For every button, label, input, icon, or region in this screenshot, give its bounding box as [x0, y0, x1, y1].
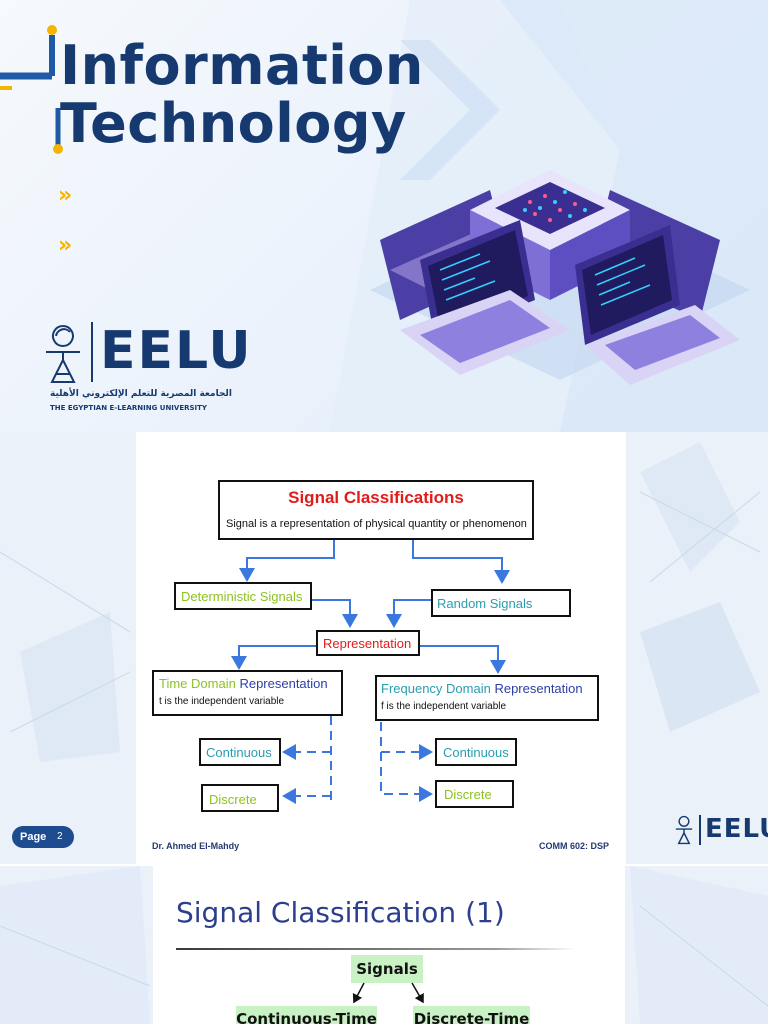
left-discrete-box: Discrete — [201, 784, 279, 812]
signal-classifications-box: Signal Classifications Signal is a repre… — [218, 480, 534, 540]
banner-title-line1: Information — [60, 36, 424, 96]
continuous-time-node: Continuous-Time — [236, 1006, 377, 1024]
slide2-tree-arrows — [0, 866, 768, 1024]
bullet-chevron-1: » — [58, 183, 72, 208]
time-domain-heading: Time Domain Representation — [159, 676, 328, 691]
slide-author: Dr. Ahmed El-Mahdy — [152, 841, 239, 851]
frequency-domain-heading: Frequency Domain Representation — [381, 681, 583, 696]
course-banner: Information Technology » » EELU الجامعة … — [0, 0, 768, 432]
frequency-domain-box: Frequency Domain Representation f is the… — [375, 675, 599, 721]
page-number: 2 — [57, 831, 63, 842]
discrete-time-node: Discrete-Time — [413, 1006, 530, 1024]
page-label: Page — [20, 831, 46, 843]
time-representation-word: Representation — [239, 676, 327, 691]
left-continuous-label: Continuous — [206, 745, 272, 760]
small-logo-divider — [699, 815, 701, 845]
frequency-domain-note: f is the independent variable — [381, 701, 506, 712]
logo-divider — [91, 322, 93, 382]
right-discrete-label: Discrete — [444, 787, 492, 802]
random-signals-box: Random Signals — [431, 589, 571, 617]
time-domain-note: t is the independent variable — [159, 696, 284, 707]
bullet-chevron-2: » — [58, 233, 72, 258]
right-continuous-label: Continuous — [443, 745, 509, 760]
logo-arabic-caption: الجامعة المصرية للتعلم الإلكتروني الأهلي… — [50, 389, 232, 399]
frequency-domain-word: Frequency Domain — [381, 681, 491, 696]
small-eelu-logo-text: EELU — [705, 812, 768, 846]
deterministic-signals-label: Deterministic Signals — [181, 589, 302, 604]
slide-course: COMM 602: DSP — [539, 841, 609, 851]
diagram-title: Signal Classifications — [220, 488, 532, 508]
page-badge: Page 2 — [12, 826, 74, 848]
eelu-small-emblem-icon — [672, 812, 696, 848]
representation-box: Representation — [316, 630, 420, 656]
left-continuous-box: Continuous — [199, 738, 281, 766]
slide-signal-classification-1: Signal Classification (1) Signals Contin… — [0, 866, 768, 1024]
time-domain-box: Time Domain Representation t is the inde… — [152, 670, 343, 716]
banner-title-line2: Technology — [60, 94, 407, 154]
right-continuous-box: Continuous — [435, 738, 517, 766]
representation-label: Representation — [323, 636, 411, 651]
frequency-representation-word: Representation — [494, 681, 582, 696]
eelu-emblem-icon — [38, 322, 88, 386]
server-laptops-illustration — [360, 130, 760, 420]
random-signals-label: Random Signals — [437, 596, 532, 611]
logo-english-caption: THE EGYPTIAN E-LEARNING UNIVERSITY — [50, 404, 207, 412]
slide-signal-classifications: Signal Classifications Signal is a repre… — [0, 432, 768, 864]
eelu-logo-text: EELU — [100, 320, 253, 382]
time-domain-word: Time Domain — [159, 676, 236, 691]
right-discrete-box: Discrete — [435, 780, 514, 808]
diagram-subtitle: Signal is a representation of physical q… — [226, 518, 527, 530]
deterministic-signals-box: Deterministic Signals — [174, 582, 312, 610]
left-discrete-label: Discrete — [209, 792, 257, 807]
